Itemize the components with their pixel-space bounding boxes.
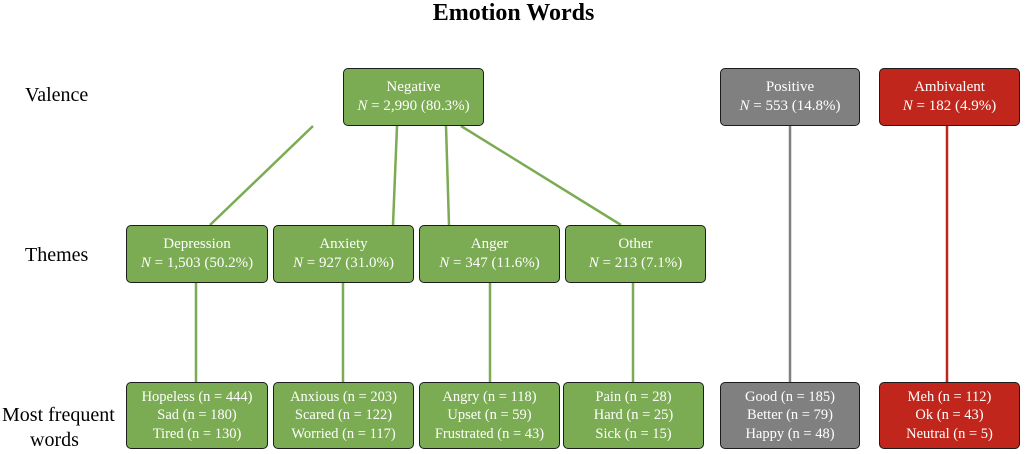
- word-item: Happy (n = 48): [745, 425, 835, 442]
- word-item: Good (n = 185): [745, 388, 835, 405]
- row-label-words-2: words: [30, 429, 79, 451]
- valence-negative-box: Negative N = 2,990 (80.3%): [343, 68, 484, 126]
- n-symbol: N: [588, 255, 599, 271]
- words-anger-box: Angry (n = 118) Upset (n = 59) Frustrate…: [419, 382, 560, 449]
- n-symbol: N: [902, 98, 913, 114]
- word-item: Sick (n = 15): [595, 425, 672, 442]
- word-item: Hard (n = 25): [593, 407, 674, 424]
- theme-anxiety-box: Anxiety N = 927 (31.0%): [273, 225, 414, 283]
- theme-anger-count: 347 (11.6%): [465, 255, 540, 271]
- connector-negative-depression: [209, 125, 314, 226]
- n-symbol: N: [293, 255, 304, 271]
- valence-ambivalent-label: Ambivalent: [914, 79, 985, 95]
- connector-negative-other: [460, 124, 622, 227]
- row-label-valence: Valence: [25, 84, 89, 106]
- row-label-themes: Themes: [25, 244, 89, 266]
- words-positive-box: Good (n = 185) Better (n = 79) Happy (n …: [720, 382, 860, 449]
- word-item: Anxious (n = 203): [290, 388, 397, 405]
- valence-positive-label: Positive: [765, 79, 815, 95]
- theme-depression-count: 1,503 (50.2%): [166, 255, 254, 271]
- word-item: Hopeless (n = 444): [141, 388, 253, 405]
- row-label-words-1: Most frequent: [2, 404, 115, 426]
- connector-negative-anxiety: [391, 125, 399, 226]
- word-item: Sad (n = 180): [157, 407, 237, 424]
- theme-anger-box: Anger N = 347 (11.6%): [419, 225, 560, 283]
- theme-anger-label: Anger: [470, 236, 509, 252]
- word-item: Scared (n = 122): [294, 407, 393, 424]
- words-ambivalent-box: Meh (n = 112) Ok (n = 43) Neutral (n = 5…: [879, 382, 1020, 449]
- theme-anxiety-label: Anxiety: [319, 236, 368, 252]
- word-item: Better (n = 79): [747, 407, 833, 424]
- valence-ambivalent-count: 182 (4.9%): [928, 98, 997, 114]
- word-item: Pain (n = 28): [595, 388, 672, 405]
- words-other-box: Pain (n = 28) Hard (n = 25) Sick (n = 15…: [563, 382, 704, 449]
- valence-negative-count: 2,990 (80.3%): [383, 98, 470, 114]
- word-item: Ok (n = 43): [915, 407, 984, 424]
- theme-depression-label: Depression: [163, 236, 231, 252]
- theme-other-count: 213 (7.1%): [614, 255, 683, 271]
- word-item: Neutral (n = 5): [906, 425, 993, 442]
- word-item: Worried (n = 117): [291, 425, 396, 442]
- word-item: Tired (n = 130): [152, 425, 242, 442]
- n-symbol: N: [357, 98, 368, 114]
- valence-positive-count: 553 (14.8%): [765, 98, 841, 114]
- theme-other-label: Other: [618, 236, 653, 252]
- words-anxiety-box: Anxious (n = 203) Scared (n = 122) Worri…: [273, 382, 414, 449]
- valence-ambivalent-box: Ambivalent N = 182 (4.9%): [879, 68, 1020, 126]
- n-symbol: N: [439, 255, 450, 271]
- word-item: Frustrated (n = 43): [434, 425, 545, 442]
- word-item: Meh (n = 112): [907, 388, 992, 405]
- n-symbol: N: [739, 98, 750, 114]
- connector-negative-anger: [444, 125, 451, 226]
- n-symbol: N: [140, 255, 151, 271]
- theme-anxiety-count: 927 (31.0%): [318, 255, 394, 271]
- word-item: Upset (n = 59): [447, 407, 532, 424]
- theme-depression-box: Depression N = 1,503 (50.2%): [126, 225, 268, 283]
- words-depression-box: Hopeless (n = 444) Sad (n = 180) Tired (…: [126, 382, 268, 449]
- valence-positive-box: Positive N = 553 (14.8%): [720, 68, 860, 126]
- theme-other-box: Other N = 213 (7.1%): [565, 225, 706, 283]
- valence-negative-label: Negative: [386, 79, 441, 95]
- page-title: Emotion Words: [432, 0, 595, 26]
- word-item: Angry (n = 118): [442, 388, 537, 405]
